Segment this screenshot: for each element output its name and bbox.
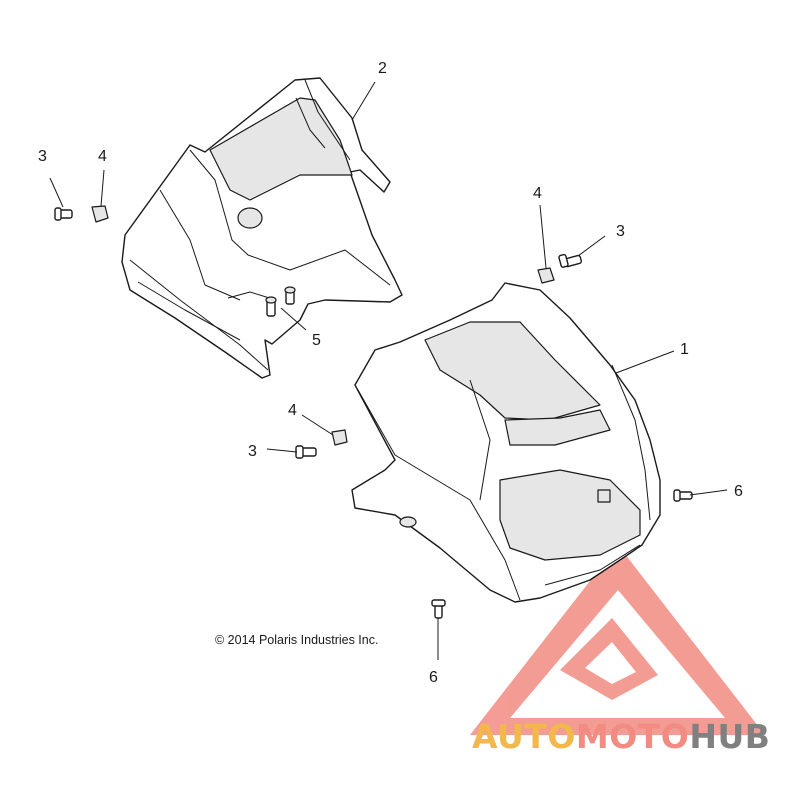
lower-cover-part — [351, 282, 661, 603]
screw-3-right-icon — [558, 253, 583, 268]
callout-2: 2 — [378, 60, 387, 77]
screw-6-bottom-icon — [431, 599, 446, 619]
clip-4-right-icon — [537, 267, 555, 284]
callout-labels: 1 2 3 4 4 3 5 4 3 6 6 — [38, 60, 743, 686]
watermark-logo — [470, 545, 765, 735]
upper-cover-part — [121, 77, 403, 379]
callout-3-center: 3 — [248, 443, 257, 460]
callout-6-bottom: 6 — [429, 669, 438, 686]
callout-4-top-left: 4 — [98, 148, 107, 165]
watermark-hub: HUB — [689, 717, 770, 756]
clip-4-left-icon — [91, 205, 109, 223]
callout-3-top-right: 3 — [616, 223, 625, 240]
clip-4-center-icon — [331, 429, 348, 446]
leader-lines — [49, 81, 728, 660]
watermark-auto: AUTO — [472, 717, 576, 756]
callout-1: 1 — [680, 341, 689, 358]
screw-3-left-icon — [54, 207, 73, 221]
callout-6-right: 6 — [734, 483, 743, 500]
callout-4-top-right: 4 — [533, 185, 542, 202]
callout-3-top-left: 3 — [38, 148, 47, 165]
screw-3-center-icon — [295, 445, 317, 459]
screw-6-right-icon — [673, 489, 693, 502]
callout-5: 5 — [312, 332, 321, 349]
watermark-moto: MOTO — [576, 717, 689, 756]
watermark-text: AUTOMOTOHUB — [472, 717, 770, 756]
callout-4-center: 4 — [288, 402, 297, 419]
copyright-text: © 2014 Polaris Industries Inc. — [215, 633, 378, 647]
fasteners — [54, 205, 693, 619]
pin-5-icon — [265, 286, 296, 317]
